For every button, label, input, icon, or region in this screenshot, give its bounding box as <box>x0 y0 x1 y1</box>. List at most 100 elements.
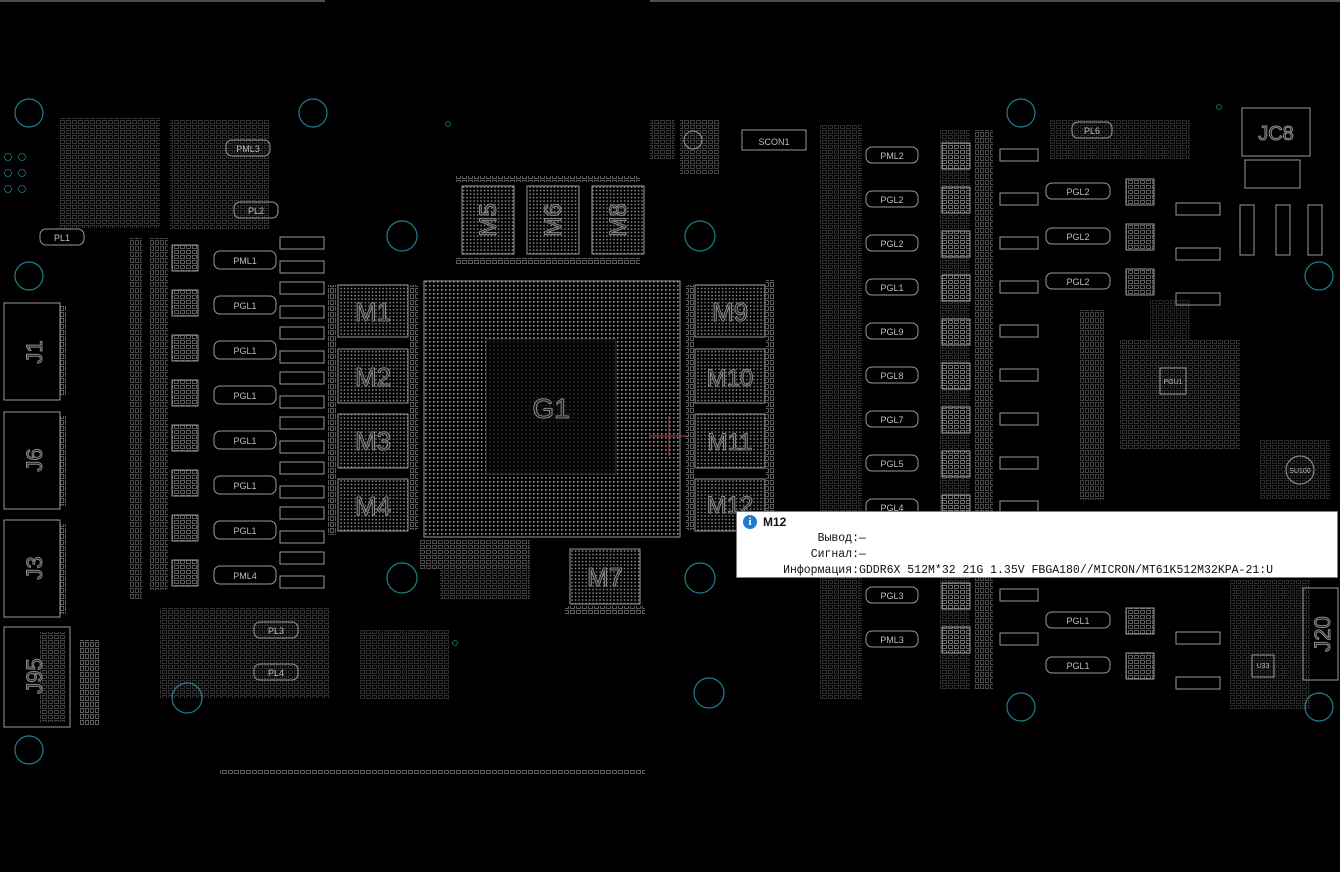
left-phase-inductor-7-label: PGL1 <box>233 526 256 536</box>
right-phase-mosfet-1 <box>941 142 971 170</box>
right-phase-inductor-1[interactable]: PML2 <box>865 146 919 164</box>
chip-su100-label: SU100 <box>1289 468 1311 475</box>
right-phase-inductor-4-label: PGL1 <box>880 283 903 293</box>
right-phase-mosfet-3 <box>941 230 971 258</box>
connector-j20[interactable]: J20 <box>1302 587 1339 681</box>
right-phase-inductor-7[interactable]: PGL7 <box>865 410 919 428</box>
right-phase-cap-4 <box>999 280 1039 294</box>
right-phase-mosfet-8 <box>941 450 971 478</box>
component-info-tooltip: i M12 Вывод: — Сигнал: — Информация: GDD… <box>736 511 1338 578</box>
left-phase-cap-b-6 <box>279 485 325 499</box>
memory-chip-m9[interactable]: M9 <box>694 284 766 338</box>
tooltip-row-info: Информация: GDDR6X 512M*32 21G 1.35V FBG… <box>737 564 1337 580</box>
inductor-pl6[interactable]: PL6 <box>1071 121 1113 139</box>
left-phase-inductor-6[interactable]: PGL1 <box>213 475 277 495</box>
memory-chip-m6[interactable]: M6 <box>526 185 580 255</box>
memory-chip-m8[interactable]: M8 <box>591 185 645 255</box>
right-phase-inductor-12[interactable]: PML3 <box>865 630 919 648</box>
memory-chip-m1[interactable]: M1 <box>337 284 409 338</box>
memory-label-m6: M6 <box>540 203 567 236</box>
connector-scon1[interactable]: SCON1 <box>683 129 807 151</box>
memory-chip-m5[interactable]: M5 <box>461 185 515 255</box>
right-phase-inductor-b-3-label: PGL2 <box>1066 277 1089 287</box>
left-phase-cap-1 <box>279 236 325 250</box>
right-phase-inductor-6[interactable]: PGL8 <box>865 366 919 384</box>
left-phase-cap-7 <box>279 506 325 520</box>
right-phase-inductor-b-2[interactable]: PGL2 <box>1045 227 1111 245</box>
connector-j95[interactable]: J95 <box>3 626 71 728</box>
controller-chips[interactable]: PGU1 SU100 U33 <box>1159 367 1315 678</box>
inductor-pl3-label: PL3 <box>268 626 284 636</box>
inductor-pl4[interactable]: PL4 <box>253 663 299 681</box>
right-phase-mosfet-b-3 <box>1125 268 1155 296</box>
right-phase-inductor-11[interactable]: PGL3 <box>865 586 919 604</box>
connector-j6-label: J6 <box>22 448 47 471</box>
connector-j20-label: J20 <box>1310 616 1335 651</box>
memory-label-m4: M4 <box>355 491 391 521</box>
left-phase-inductor-2[interactable]: PGL1 <box>213 295 277 315</box>
right-phase-mosfet-b-4 <box>1125 607 1155 635</box>
left-phase-inductor-4[interactable]: PGL1 <box>213 385 277 405</box>
tooltip-value-signal: — <box>859 548 866 561</box>
cursor-crosshair <box>649 416 689 456</box>
connector-j3[interactable]: J3 <box>3 519 66 618</box>
memory-chip-m11[interactable]: M11 <box>694 413 766 469</box>
inductor-pl3[interactable]: PL3 <box>253 621 299 639</box>
right-phase-inductor-b-3[interactable]: PGL2 <box>1045 272 1111 290</box>
inductor-pml3[interactable]: PML3 <box>225 139 271 157</box>
left-phase-mosfet-5 <box>171 424 199 452</box>
right-phase-inductor-3[interactable]: PGL2 <box>865 234 919 252</box>
right-phase-mosfet-12 <box>941 626 971 654</box>
right-phase-mosfet-4 <box>941 274 971 302</box>
left-phase-inductor-7[interactable]: PGL1 <box>213 520 277 540</box>
left-connectors[interactable]: J1 J6 J3 J95 <box>3 302 71 728</box>
right-phase-inductor-8-label: PGL5 <box>880 459 903 469</box>
tooltip-row-pin: Вывод: — <box>737 532 1337 548</box>
memory-chip-m7[interactable]: M7 <box>569 548 641 605</box>
left-vrm-area <box>60 118 645 774</box>
left-phase-cap-b-7 <box>279 530 325 544</box>
connector-jc8[interactable]: JC8 <box>1239 107 1323 256</box>
memory-label-m1: M1 <box>355 297 391 327</box>
right-phase-inductor-3-label: PGL2 <box>880 239 903 249</box>
left-phase-inductor-1[interactable]: PML1 <box>213 250 277 270</box>
tooltip-header: i M12 <box>743 515 786 529</box>
right-phase-inductor-2[interactable]: PGL2 <box>865 190 919 208</box>
left-phase-inductor-3[interactable]: PGL1 <box>213 340 277 360</box>
right-phase-inductor-b-1[interactable]: PGL2 <box>1045 182 1111 200</box>
left-phase-cap-6 <box>279 461 325 475</box>
right-phase-inductor-b-2-label: PGL2 <box>1066 232 1089 242</box>
left-phase-inductor-8[interactable]: PML4 <box>213 565 277 585</box>
memory-chips[interactable]: M1 M2 M3 M4 M5 M6 M8 M7 <box>337 185 766 605</box>
right-phase-inductor-b-5[interactable]: PGL1 <box>1045 656 1111 674</box>
left-phase-inductor-5[interactable]: PGL1 <box>213 430 277 450</box>
connector-j6[interactable]: J6 <box>3 411 66 510</box>
memory-chip-m12[interactable]: M12 <box>694 478 766 532</box>
right-phase-inductor-b-4[interactable]: PGL1 <box>1045 611 1111 629</box>
memory-label-m3: M3 <box>355 426 391 456</box>
memory-chip-m3[interactable]: M3 <box>337 413 409 469</box>
right-phase-inductor-2-label: PGL2 <box>880 195 903 205</box>
right-phase-inductor-9-label: PGL4 <box>880 503 903 513</box>
memory-label-m2: M2 <box>355 362 391 392</box>
gpu-chip-g1[interactable]: G1 <box>423 280 681 538</box>
memory-chip-m4[interactable]: M4 <box>337 478 409 532</box>
right-phase-cap-12 <box>999 632 1039 646</box>
connector-j95-label: J95 <box>22 658 47 693</box>
memory-chip-m10[interactable]: M10 <box>694 348 766 404</box>
inductor-pl2[interactable]: PL2 <box>233 201 279 219</box>
left-phase-mosfet-8 <box>171 559 199 587</box>
right-phase-inductors[interactable]: PML2PGL2PGL2PGL1PGL9PGL8PGL7PGL5PGL4PGL1… <box>865 121 1221 690</box>
tooltip-value-pin: — <box>859 532 866 545</box>
memory-chip-m2[interactable]: M2 <box>337 348 409 404</box>
right-phase-inductor-8[interactable]: PGL5 <box>865 454 919 472</box>
memory-label-m10: M10 <box>707 365 754 392</box>
left-phase-mosfet-2 <box>171 289 199 317</box>
connector-j1[interactable]: J1 <box>3 302 66 401</box>
inductor-pl1[interactable]: PL1 <box>39 228 85 246</box>
right-phase-inductor-4[interactable]: PGL1 <box>865 278 919 296</box>
right-phase-inductor-1-label: PML2 <box>880 151 904 161</box>
right-phase-inductor-5[interactable]: PGL9 <box>865 322 919 340</box>
